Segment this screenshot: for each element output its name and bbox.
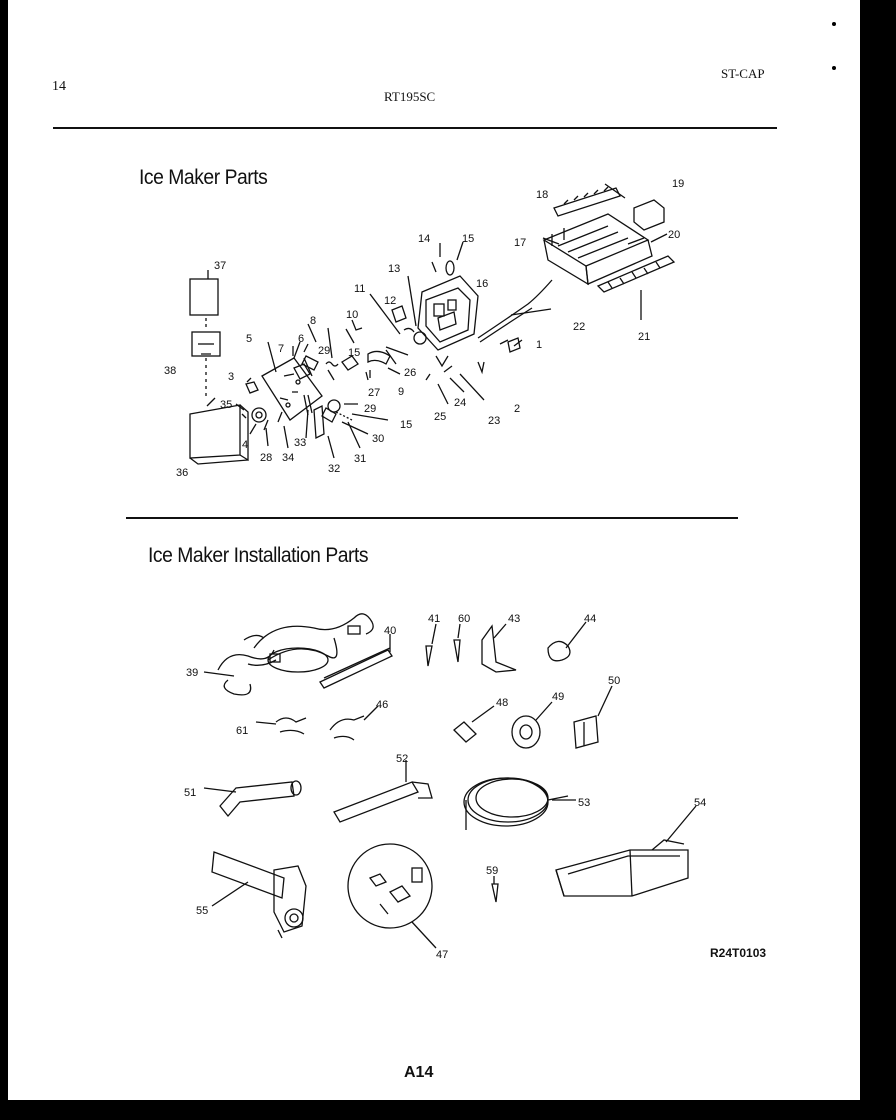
section-title-ice-maker-parts: Ice Maker Parts (139, 166, 268, 189)
callout-16: 16 (476, 278, 488, 290)
callout-15b: 15 (348, 347, 360, 359)
fill-tube (219, 780, 302, 818)
callout-20: 20 (668, 229, 680, 241)
thermostat-part (341, 355, 359, 371)
callout-6: 6 (298, 333, 304, 345)
callout-15c: 15 (400, 419, 412, 431)
callout-11: 11 (354, 283, 365, 295)
manual-page: 14 RT195SC ST-CAP Ice Maker Parts Ice Ma… (8, 0, 860, 1100)
shut-off-arm (596, 255, 676, 293)
mounting-plate (261, 357, 323, 421)
callout-49: 49 (552, 691, 564, 703)
callout-59: 59 (486, 865, 498, 877)
callout-8: 8 (310, 315, 316, 327)
header-rule (53, 127, 777, 129)
callout-46: 46 (376, 699, 388, 711)
callout-35: 35 (220, 399, 232, 411)
callout-54: 54 (694, 797, 706, 809)
ejector-blade (553, 186, 621, 217)
callout-30: 30 (372, 433, 384, 445)
parts-kit-bag (347, 843, 433, 929)
callout-29a: 29 (318, 345, 330, 357)
page-label: A14 (404, 1064, 434, 1081)
callout-26: 26 (404, 367, 416, 379)
callout-39: 39 (186, 667, 198, 679)
scan-speck (832, 66, 836, 70)
callout-29b: 29 (364, 403, 376, 415)
callout-19: 19 (672, 178, 684, 190)
gear-part (251, 407, 267, 423)
section-title-installation-parts: Ice Maker Installation Parts (148, 544, 369, 567)
callout-18: 18 (536, 189, 548, 201)
clamp-part (547, 640, 571, 662)
ice-maker-housing (417, 275, 479, 351)
callout-60: 60 (458, 613, 470, 625)
callout-27: 27 (368, 387, 380, 399)
callout-10: 10 (346, 309, 358, 321)
callout-5: 5 (246, 333, 252, 345)
end-cap (633, 199, 665, 231)
callout-51: 51 (184, 787, 196, 799)
callout-23: 23 (488, 415, 500, 427)
callout-4: 4 (242, 439, 248, 451)
screw-part (425, 645, 433, 667)
fitting-part (453, 721, 477, 743)
callout-48: 48 (496, 697, 508, 709)
callout-33: 33 (294, 437, 306, 449)
callout-25: 25 (434, 411, 446, 423)
page-number: 14 (52, 79, 66, 94)
clip-part (245, 381, 259, 394)
callout-47: 47 (436, 949, 448, 961)
callout-31: 31 (354, 453, 366, 465)
callout-12: 12 (384, 295, 396, 307)
callout-41: 41 (428, 613, 440, 625)
coiled-tubing (463, 777, 569, 830)
insulation-pad (189, 278, 219, 316)
gasket (191, 331, 221, 357)
model-number: RT195SC (384, 89, 436, 104)
callout-22: 22 (573, 321, 585, 333)
block-part (573, 715, 599, 749)
callout-3: 3 (228, 371, 234, 383)
ice-mold (542, 213, 653, 286)
callout-37: 37 (214, 260, 226, 272)
callout-44: 44 (584, 613, 596, 625)
module-cover (189, 404, 249, 465)
callout-40: 40 (384, 625, 396, 637)
exploded-parts-diagram: 1 2 3 4 5 6 7 8 9 10 11 12 13 14 15 15 1… (164, 178, 706, 961)
callout-7: 7 (278, 343, 284, 355)
callout-14: 14 (418, 233, 430, 245)
callout-17: 17 (514, 237, 526, 249)
callout-55: 55 (196, 905, 208, 917)
callout-43: 43 (508, 613, 520, 625)
catalog-code: ST-CAP (721, 66, 765, 81)
callout-38: 38 (164, 365, 176, 377)
callout-24: 24 (454, 397, 466, 409)
callout-21: 21 (638, 331, 650, 343)
wire-harness (217, 613, 374, 696)
drawing-reference: R24T0103 (710, 946, 767, 960)
callout-61: 61 (236, 725, 248, 737)
callout-36: 36 (176, 467, 188, 479)
grommet-part (511, 715, 541, 749)
callout-34: 34 (282, 452, 294, 464)
callout-2: 2 (514, 403, 520, 415)
water-valve (211, 851, 307, 939)
callout-50: 50 (608, 675, 620, 687)
callout-9: 9 (398, 386, 404, 398)
section-divider (126, 517, 738, 519)
callout-13: 13 (388, 263, 400, 275)
callout-1: 1 (536, 339, 542, 351)
callout-52: 52 (396, 753, 408, 765)
water-tube (333, 760, 433, 823)
scan-speck (832, 22, 836, 26)
foam-strip (319, 647, 393, 689)
motor-part (293, 363, 311, 380)
ice-bin (555, 839, 689, 897)
callout-15a: 15 (462, 233, 474, 245)
callout-28: 28 (260, 452, 272, 464)
bracket-part (481, 624, 517, 673)
callout-32: 32 (328, 463, 340, 475)
callout-53: 53 (578, 797, 590, 809)
